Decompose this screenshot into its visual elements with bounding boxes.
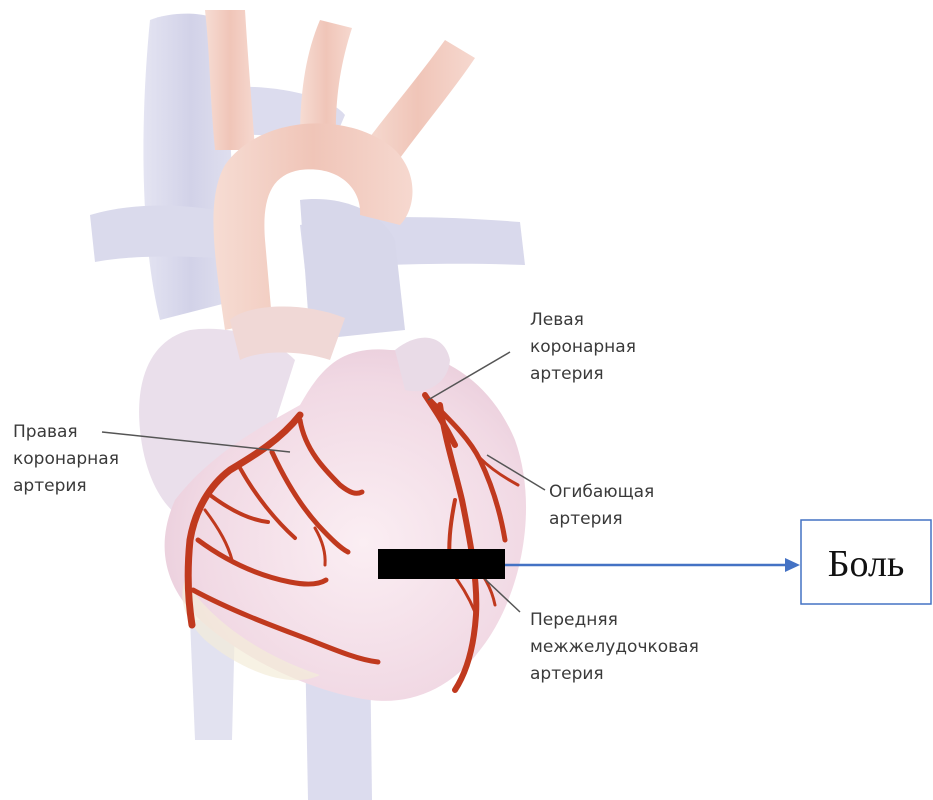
pain-arrow <box>505 558 800 572</box>
aortic-root <box>230 306 345 360</box>
label-left-coronary: Левая коронарная артерия <box>530 310 636 384</box>
label-circumflex-line1: Огибающая <box>549 482 654 502</box>
label-right-coronary: Правая коронарная артерия <box>13 422 119 496</box>
arrow-head-icon <box>785 558 800 572</box>
pain-box: Боль <box>801 520 931 604</box>
label-left-coronary-line1: Левая <box>530 310 584 330</box>
label-right-coronary-line3: артерия <box>13 476 87 496</box>
left-carotid-artery <box>300 20 352 140</box>
label-circumflex-line2: артерия <box>549 509 623 529</box>
redaction-bar <box>378 549 505 579</box>
label-anterior-interventricular: Передняя межжелудочковая артерия <box>530 610 699 684</box>
label-anterior-line2: межжелудочковая <box>530 637 699 657</box>
label-anterior-line3: артерия <box>530 664 604 684</box>
label-right-coronary-line2: коронарная <box>13 449 119 469</box>
label-right-coronary-line1: Правая <box>13 422 78 442</box>
label-left-coronary-line3: артерия <box>530 364 604 384</box>
label-anterior-line1: Передняя <box>530 610 618 630</box>
label-circumflex: Огибающая артерия <box>549 482 654 529</box>
pain-box-label: Боль <box>828 543 905 585</box>
label-left-coronary-line2: коронарная <box>530 337 636 357</box>
